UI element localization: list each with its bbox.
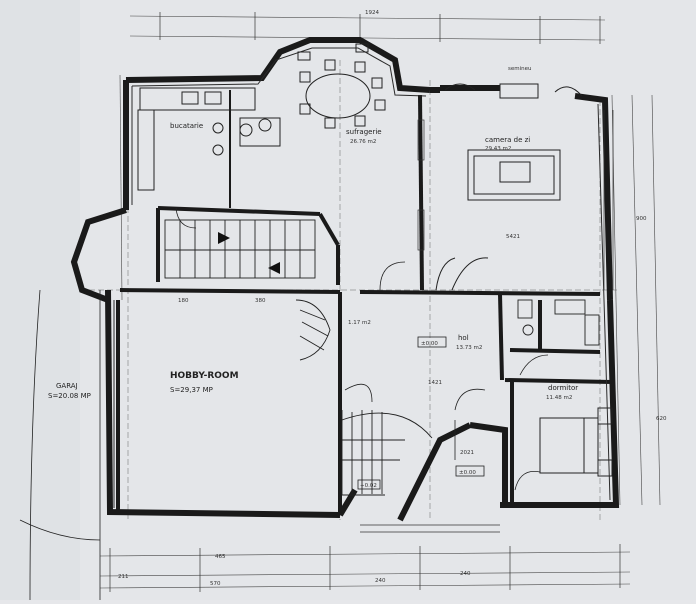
spiral-stair: [295, 299, 331, 361]
living-room-set: [435, 83, 583, 291]
room-area-hobby-room: S=29,37 MP: [170, 386, 213, 394]
label-semineu: semineu: [508, 66, 532, 72]
dining-set: [297, 43, 386, 129]
room-label-hobby-room: HOBBY-ROOM: [170, 371, 239, 381]
room-label-hol: hol: [458, 334, 469, 342]
room-label-camera-de-zi: camera de zi: [485, 136, 530, 144]
dim-mid-2: 180: [178, 298, 189, 304]
dim-internal-3: 5421: [506, 234, 520, 240]
room-area-hol: 13.73 m2: [456, 345, 482, 351]
room-area-garaj: S=20.08 MP: [48, 392, 91, 400]
room-label-bucatarie: bucatarie: [170, 122, 203, 130]
room-area-camera-de-zi: 29.43 m2: [485, 146, 511, 152]
room-area-dormitor: 11.48 m2: [546, 395, 572, 401]
bedroom-set: [539, 407, 613, 477]
exterior-walls: [70, 37, 620, 522]
dim-bottom-4: 240: [460, 571, 471, 577]
garage-outline: [19, 289, 101, 601]
level-hol: ±0.00: [421, 341, 438, 347]
room-label-sufragerie: sufragerie: [346, 128, 382, 136]
interior-walls: [116, 90, 613, 515]
main-stair: [164, 219, 316, 279]
level-stair: +0.02: [360, 483, 377, 489]
dim-bottom-2: 240: [375, 578, 386, 584]
stair-arrow-icon: [218, 232, 230, 244]
dim-internal-2: 2021: [460, 450, 474, 456]
room-label-garaj: GARAJ: [56, 382, 78, 390]
dimension-lines: [99, 15, 661, 589]
dim-top-overall: 1924: [365, 10, 379, 16]
dim-mid-1: 380: [255, 298, 266, 304]
windows: [360, 110, 614, 533]
level-entry: ±0.00: [459, 470, 476, 476]
dim-side-1: 900: [636, 216, 647, 222]
room-area-small-hall: 1.17 m2: [348, 320, 371, 326]
stair-arrow-icon: [268, 262, 280, 274]
room-area-sufragerie: 26.76 m2: [350, 139, 376, 145]
kitchen-fixtures: [137, 87, 281, 191]
bathroom-fixtures: [517, 299, 600, 346]
room-label-dormitor: dormitor: [548, 384, 578, 392]
door-swings: [175, 207, 549, 491]
dim-bottom-3: 465: [215, 554, 226, 560]
dim-internal-1: 1421: [428, 380, 442, 386]
dim-side-2: 620: [656, 416, 667, 422]
dim-bottom-1: 570: [210, 581, 221, 587]
dim-bottom-5: 211: [118, 574, 129, 580]
